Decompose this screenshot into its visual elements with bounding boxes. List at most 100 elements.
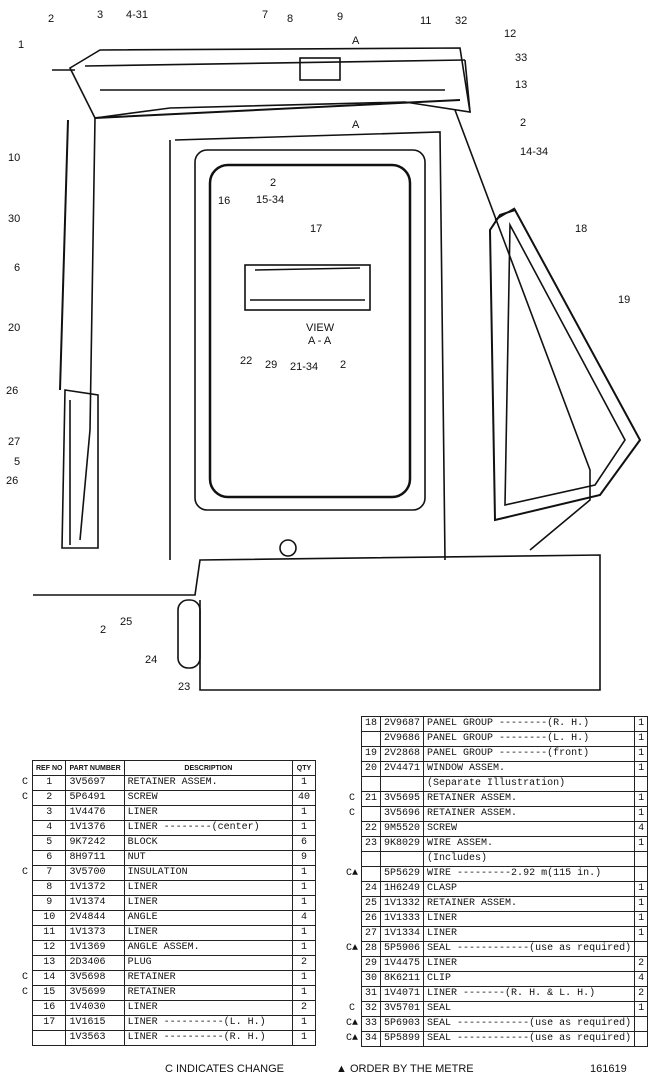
ref-no: 13 — [31, 955, 67, 971]
ref-no: 7 — [31, 865, 67, 881]
callout-2: 2 — [520, 117, 526, 129]
ref-no: 9 — [31, 895, 67, 911]
description: ANGLE — [123, 910, 294, 926]
change-mark: C▲ — [346, 1033, 359, 1044]
ref-no — [361, 851, 382, 867]
callout-8: 8 — [287, 13, 293, 25]
cab-frame — [79, 117, 96, 541]
quantity — [634, 866, 649, 882]
quantity: 1 — [292, 940, 316, 956]
callout-5: 5 — [14, 456, 20, 468]
ref-no: 26 — [361, 911, 382, 927]
callout-23: 23 — [178, 681, 190, 693]
change-mark — [18, 926, 33, 941]
callout-2: 2 — [270, 177, 276, 189]
quantity: 40 — [292, 790, 316, 806]
ref-no: 25 — [361, 896, 382, 912]
part-number: 1V4475 — [380, 956, 425, 972]
change-mark — [343, 837, 362, 852]
description: LINER -------(R. H. & L. H.) — [423, 986, 636, 1002]
part-number: 5P5906 — [380, 941, 425, 957]
callout-20: 20 — [8, 322, 20, 334]
view-aa-label: A - A — [308, 335, 332, 347]
ref-no: 22 — [361, 821, 382, 837]
section-a-top: A — [352, 35, 360, 47]
ref-no — [31, 1030, 67, 1046]
part-number: 2V4471 — [380, 761, 425, 777]
change-mark — [18, 806, 33, 821]
change-mark — [18, 851, 33, 866]
quantity: 1 — [292, 805, 316, 821]
ref-no — [361, 866, 382, 882]
description: LINER ----------(R. H.) — [123, 1030, 294, 1046]
description: RETAINER ASSEM. — [423, 806, 636, 822]
description: PANEL GROUP --------(R. H.) — [423, 716, 636, 732]
change-mark: C — [21, 867, 28, 878]
quantity: 2 — [292, 955, 316, 971]
ref-no: 5 — [31, 835, 67, 851]
description: LINER ----------(L. H.) — [123, 1015, 294, 1031]
callout-4-31: 4-31 — [126, 9, 148, 21]
description: SCREW — [423, 821, 636, 837]
ref-no: 17 — [31, 1015, 67, 1031]
left-post-liner — [61, 389, 99, 549]
callout-9: 9 — [337, 11, 343, 23]
description: SCREW — [123, 790, 294, 806]
part-number: 3V5697 — [65, 775, 125, 791]
illustration-number: 161619 — [590, 1063, 627, 1075]
quantity: 1 — [292, 925, 316, 941]
ref-no: 31 — [361, 986, 382, 1002]
ref-no: 19 — [361, 746, 382, 762]
description: INSULATION — [123, 865, 294, 881]
callout-2: 2 — [100, 624, 106, 636]
part-number: 1V1374 — [65, 895, 125, 911]
ref-no: 2 — [31, 790, 67, 806]
quantity: 1 — [634, 761, 649, 777]
change-legend: C INDICATES CHANGE — [165, 1063, 284, 1075]
callout-30: 30 — [8, 213, 20, 225]
callout-6: 6 — [14, 262, 20, 274]
description: SEAL — [423, 1001, 636, 1017]
description: PANEL GROUP --------(L. H.) — [423, 731, 636, 747]
callout-33: 33 — [515, 52, 527, 64]
change-mark — [18, 881, 33, 896]
quantity: 1 — [634, 731, 649, 747]
ref-no: 10 — [31, 910, 67, 926]
part-number — [380, 776, 425, 792]
quantity: 1 — [292, 865, 316, 881]
quantity: 4 — [634, 821, 649, 837]
change-mark — [18, 1001, 33, 1016]
part-number: 2D3406 — [65, 955, 125, 971]
description: LINER — [423, 956, 636, 972]
ref-no: 3 — [31, 805, 67, 821]
ref-no: 18 — [361, 716, 382, 732]
callout-12: 12 — [504, 28, 516, 40]
change-mark: C — [349, 793, 356, 804]
change-mark — [343, 762, 362, 777]
ref-no: 20 — [361, 761, 382, 777]
change-mark — [343, 747, 362, 762]
callout-17: 17 — [310, 223, 322, 235]
change-mark: C▲ — [346, 868, 359, 879]
description: SEAL ------------(use as required) — [423, 941, 636, 957]
ref-no — [361, 731, 382, 747]
quantity — [634, 1031, 649, 1047]
change-mark — [343, 987, 362, 1002]
ref-no: 30 — [361, 971, 382, 987]
change-mark — [343, 717, 362, 732]
part-number: 1V1332 — [380, 896, 425, 912]
part-number: 5P5899 — [380, 1031, 425, 1047]
change-mark — [18, 896, 33, 911]
quantity: 1 — [634, 911, 649, 927]
